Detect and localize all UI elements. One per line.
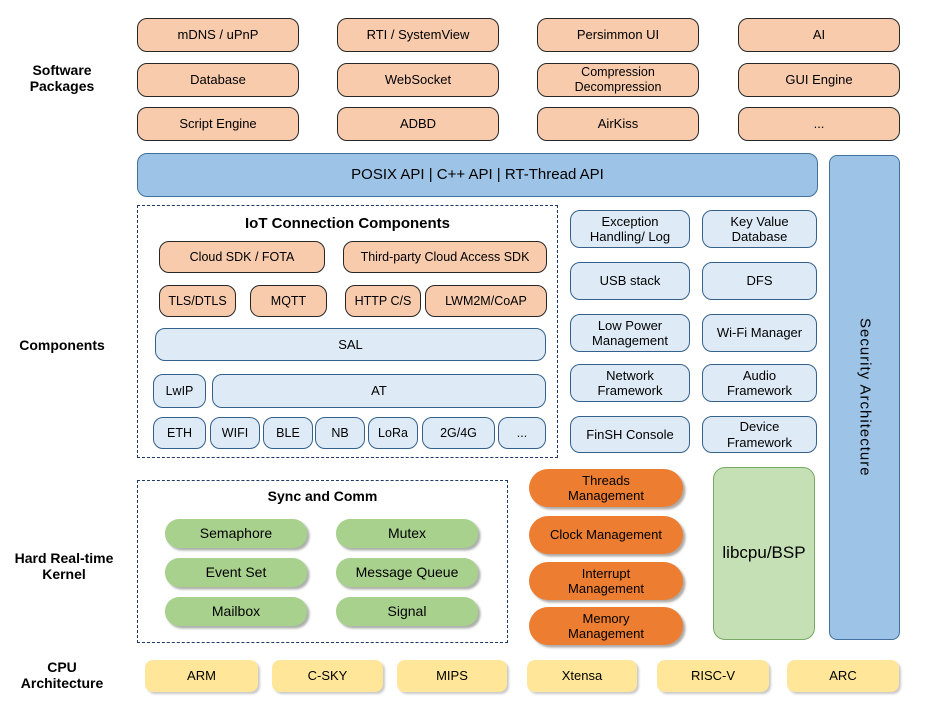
iot-box-lwm2m-coap: LWM2M/CoAP (425, 285, 547, 317)
security-architecture-bar: Security Architecture (829, 155, 900, 640)
package-box-database: Database (137, 63, 299, 97)
iot-connection-components-container (137, 205, 558, 458)
side-label-components: Components (19, 337, 105, 353)
package-box-airkiss: AirKiss (537, 107, 699, 141)
component-box-network-framework: Network Framework (570, 364, 690, 402)
iot-box-third-party-cloud-sdk: Third-party Cloud Access SDK (343, 241, 547, 273)
iot-box-lwip: LwIP (153, 374, 206, 408)
kernel-box-memory-management: Memory Management (529, 607, 683, 645)
package-box-persimmon-ui: Persimmon UI (537, 18, 699, 52)
iot-connection-components-title: IoT Connection Components (245, 215, 450, 232)
package-box-mdns-upnp: mDNS / uPnP (137, 18, 299, 52)
api-bar: POSIX API | C++ API | RT-Thread API (137, 153, 818, 197)
iot-box-http-cs: HTTP C/S (345, 285, 421, 317)
cpu-box-arm: ARM (145, 660, 258, 692)
side-label-kernel: Hard Real-time Kernel (14, 550, 114, 583)
iot-link-more: ... (498, 417, 546, 449)
kernel-box-event-set: Event Set (165, 558, 307, 587)
package-box-script-engine: Script Engine (137, 107, 299, 141)
cpu-box-mips: MIPS (397, 660, 507, 692)
iot-link-2g4g: 2G/4G (422, 417, 495, 449)
package-box-adbd: ADBD (337, 107, 499, 141)
kernel-box-signal: Signal (336, 597, 478, 626)
iot-link-ble: BLE (263, 417, 313, 449)
component-box-dfs: DFS (702, 262, 817, 300)
iot-link-lora: LoRa (368, 417, 418, 449)
side-label-software-packages: Software Packages (29, 62, 95, 95)
package-box-rti-systemview: RTI / SystemView (337, 18, 499, 52)
component-box-exception-handling-log: Exception Handling/ Log (570, 210, 690, 248)
package-box-compression: Compression Decompression (537, 63, 699, 97)
package-box-websocket: WebSocket (337, 63, 499, 97)
cpu-box-xtensa: Xtensa (527, 660, 637, 692)
side-label-cpu-architecture: CPU Architecture (20, 659, 104, 692)
iot-box-at: AT (212, 374, 546, 408)
iot-box-sal: SAL (155, 328, 546, 361)
kernel-box-interrupt-management: Interrupt Management (529, 562, 683, 600)
package-box-more: ... (738, 107, 900, 141)
cpu-box-c-sky: C-SKY (272, 660, 383, 692)
iot-link-wifi: WIFI (210, 417, 260, 449)
kernel-box-message-queue: Message Queue (336, 558, 478, 587)
component-box-usb-stack: USB stack (570, 262, 690, 300)
component-box-key-value-database: Key Value Database (702, 210, 817, 248)
iot-box-tls-dtls: TLS/DTLS (159, 285, 236, 317)
component-box-wifi-manager: Wi-Fi Manager (702, 314, 817, 352)
iot-link-nb: NB (315, 417, 365, 449)
package-box-gui-engine: GUI Engine (738, 63, 900, 97)
cpu-box-risc-v: RISC-V (657, 660, 769, 692)
kernel-box-threads-management: Threads Management (529, 469, 683, 507)
kernel-box-semaphore: Semaphore (165, 519, 307, 548)
kernel-box-mutex: Mutex (336, 519, 478, 548)
cpu-box-arc: ARC (787, 660, 899, 692)
component-box-audio-framework: Audio Framework (702, 364, 817, 402)
component-box-device-framework: Device Framework (702, 416, 817, 453)
kernel-box-clock-management: Clock Management (529, 516, 683, 554)
component-box-finsh-console: FinSH Console (570, 416, 690, 453)
kernel-box-libcpu-bsp: libcpu/BSP (713, 467, 815, 640)
component-box-low-power-management: Low Power Management (570, 314, 690, 352)
iot-box-mqtt: MQTT (250, 285, 327, 317)
sync-and-comm-title: Sync and Comm (267, 488, 378, 504)
package-box-ai: AI (738, 18, 900, 52)
iot-box-cloud-sdk-fota: Cloud SDK / FOTA (159, 241, 325, 273)
sync-and-comm-container (137, 480, 508, 643)
iot-link-eth: ETH (153, 417, 206, 449)
kernel-box-mailbox: Mailbox (165, 597, 307, 626)
